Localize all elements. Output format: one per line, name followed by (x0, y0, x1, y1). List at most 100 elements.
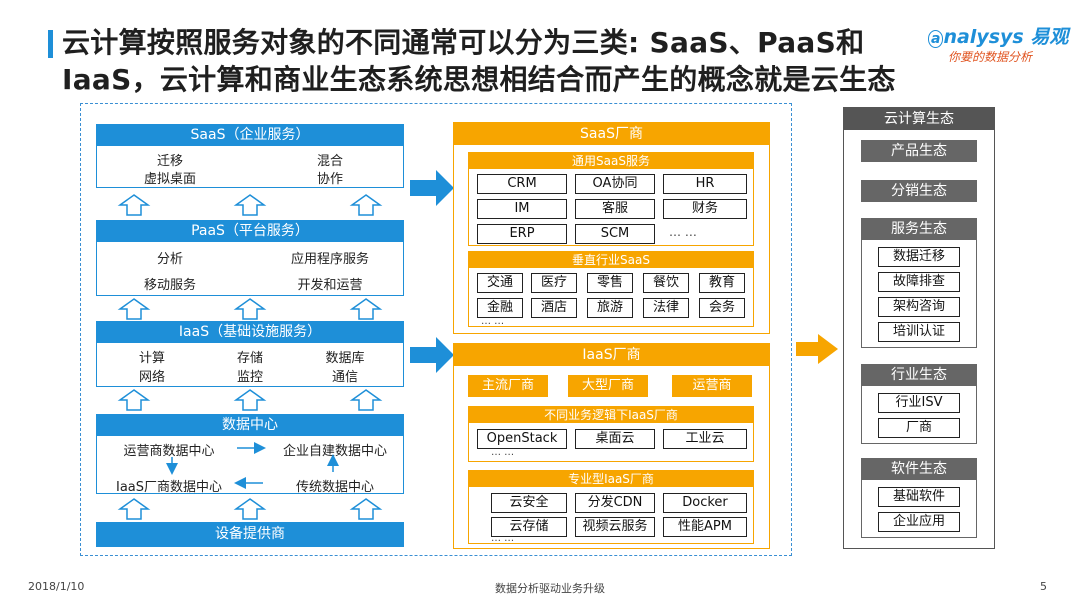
up-arrow-icon (117, 298, 151, 320)
iaas-type: 运营商 (672, 375, 752, 397)
dc-item: 企业自建数据中心 (282, 444, 387, 459)
special-iaas-item: 云存储 (491, 517, 567, 537)
saas-item: 虚拟桌面 (143, 172, 196, 187)
service-ecosystem-group: 服务生态 数据迁移 故障排查 架构咨询 培训认证 (861, 218, 977, 348)
logic-iaas-item: 桌面云 (575, 429, 655, 449)
paas-body: 分析 应用程序服务 移动服务 开发和运营 (96, 242, 404, 296)
iaas-header: IaaS（基础设施服务） (96, 321, 404, 343)
general-saas-item: OA协同 (575, 174, 655, 194)
dc-item: 运营商数据中心 (123, 444, 215, 459)
saas-header: SaaS（企业服务） (96, 124, 404, 146)
paas-item: 应用程序服务 (290, 252, 369, 267)
logo-a-icon: a (928, 30, 944, 48)
general-saas-item: 客服 (575, 199, 655, 219)
iaas-vendor-box: IaaS厂商 主流厂商 大型厂商 运营商 不同业务逻辑下IaaS厂商 OpenS… (453, 343, 770, 549)
up-arrow-icon (349, 194, 383, 216)
saas-vendor-box: SaaS厂商 通用SaaS服务 CRM OA协同 HR IM 客服 财务 ERP… (453, 122, 770, 334)
software-item: 基础软件 (878, 487, 960, 507)
general-saas-more: … … (669, 225, 697, 239)
right-arrow-icon (410, 337, 454, 373)
general-saas-item: ERP (477, 224, 567, 244)
title-line-1: 云计算按照服务对象的不同通常可以分为三类: SaaS、PaaS和 (62, 26, 865, 59)
logic-iaas-item: OpenStack (477, 429, 567, 449)
general-saas-item: SCM (575, 224, 655, 244)
cloud-ecosystem-box: 云计算生态 产品生态 分销生态 服务生态 数据迁移 故障排查 架构咨询 培训认证… (843, 107, 995, 549)
iaas-block: IaaS（基础设施服务） 计算 存储 数据库 网络 监控 通信 (96, 321, 404, 387)
logo-brand-cn: 易观 (1030, 26, 1069, 48)
cloud-ecosystem-header: 云计算生态 (844, 108, 994, 130)
vertical-saas-more: … … (481, 316, 505, 327)
up-arrows-row (117, 194, 383, 216)
right-arrow-icon (410, 170, 454, 206)
vertical-saas-header: 垂直行业SaaS (469, 252, 753, 268)
general-saas-item: IM (477, 199, 567, 219)
vertical-saas-item: 交通 (477, 273, 523, 293)
logic-iaas-item: 工业云 (663, 429, 747, 449)
industry-item: 行业ISV (878, 393, 960, 413)
general-saas-group: 通用SaaS服务 CRM OA协同 HR IM 客服 财务 ERP SCM … … (468, 152, 754, 246)
general-saas-header: 通用SaaS服务 (469, 153, 753, 169)
vertical-saas-item: 餐饮 (643, 273, 689, 293)
dc-item: 传统数据中心 (295, 480, 374, 495)
iaas-type: 主流厂商 (468, 375, 548, 397)
ecosystem-frame (80, 103, 792, 556)
saas-vendor-header: SaaS厂商 (454, 123, 769, 145)
vertical-saas-item: 法律 (643, 298, 689, 318)
special-iaas-item: 分发CDN (575, 493, 655, 513)
datacenter-block: 数据中心 运营商数据中心 企业自建数据中心 IaaS厂商数据中心 传统数据中心 (96, 414, 404, 495)
up-arrow-icon (349, 389, 383, 411)
service-ecosystem-header: 服务生态 (861, 218, 977, 240)
up-arrow-icon (233, 298, 267, 320)
product-ecosystem: 产品生态 (861, 140, 977, 162)
saas-item: 混合 (316, 154, 343, 169)
up-arrow-icon (233, 194, 267, 216)
up-arrow-icon (117, 389, 151, 411)
logic-iaas-group: 不同业务逻辑下IaaS厂商 OpenStack 桌面云 工业云 … … (468, 406, 754, 462)
saas-item: 迁移 (156, 154, 183, 169)
iaas-item: 通信 (331, 370, 358, 385)
general-saas-item: HR (663, 174, 747, 194)
footer-tagline: 数据分析驱动业务升级 (495, 582, 605, 595)
up-arrow-icon (233, 498, 267, 520)
datacenter-header: 数据中心 (96, 414, 404, 436)
logic-iaas-more: … … (491, 447, 515, 458)
service-item: 培训认证 (878, 322, 960, 342)
up-arrows-row (117, 298, 383, 320)
dc-flow-arrows (166, 442, 339, 489)
logic-iaas-header: 不同业务逻辑下IaaS厂商 (469, 407, 753, 423)
iaas-body: 计算 存储 数据库 网络 监控 通信 (96, 343, 404, 387)
page-title: 云计算按照服务对象的不同通常可以分为三类: SaaS、PaaS和 IaaS，云计… (62, 24, 942, 98)
industry-ecosystem-group: 行业生态 行业ISV 厂商 (861, 364, 977, 444)
up-arrow-icon (117, 498, 151, 520)
up-arrow-icon (117, 194, 151, 216)
software-ecosystem-group: 软件生态 基础软件 企业应用 (861, 458, 977, 538)
software-item: 企业应用 (878, 512, 960, 532)
right-arrow-icon (796, 334, 838, 364)
title-line-2: IaaS，云计算和商业生态系统思想相结合而产生的概念就是云生态 (62, 63, 896, 96)
service-item: 架构咨询 (878, 297, 960, 317)
paas-item: 开发和运营 (297, 278, 363, 293)
vertical-saas-item: 旅游 (587, 298, 633, 318)
paas-header: PaaS（平台服务） (96, 220, 404, 242)
logo-brand: nalysys (943, 26, 1024, 48)
up-arrows-row (117, 498, 383, 520)
datacenter-body: 运营商数据中心 企业自建数据中心 IaaS厂商数据中心 传统数据中心 (96, 436, 404, 495)
special-iaas-group: 专业型IaaS厂商 云安全 分发CDN Docker 云存储 视频云服务 性能A… (468, 470, 754, 544)
iaas-item: 网络 (138, 370, 165, 385)
up-arrows-row (117, 389, 383, 411)
vertical-saas-group: 垂直行业SaaS 交通 医疗 零售 餐饮 教育 金融 酒店 旅游 法律 会务 …… (468, 251, 754, 327)
logo-slogan: 你要的数据分析 (948, 50, 1033, 64)
footer-date: 2018/1/10 (28, 580, 85, 593)
title-accent-bar (48, 30, 53, 58)
special-iaas-item: Docker (663, 493, 747, 513)
service-item: 数据迁移 (878, 247, 960, 267)
vertical-saas-item: 零售 (587, 273, 633, 293)
iaas-vendor-header: IaaS厂商 (454, 344, 769, 366)
vertical-saas-item: 酒店 (531, 298, 577, 318)
software-ecosystem-header: 软件生态 (861, 458, 977, 480)
service-item: 故障排查 (878, 272, 960, 292)
iaas-item: 存储 (236, 351, 263, 366)
saas-block: SaaS（企业服务） 迁移 混合 虚拟桌面 协作 (96, 124, 404, 188)
general-saas-item: CRM (477, 174, 567, 194)
